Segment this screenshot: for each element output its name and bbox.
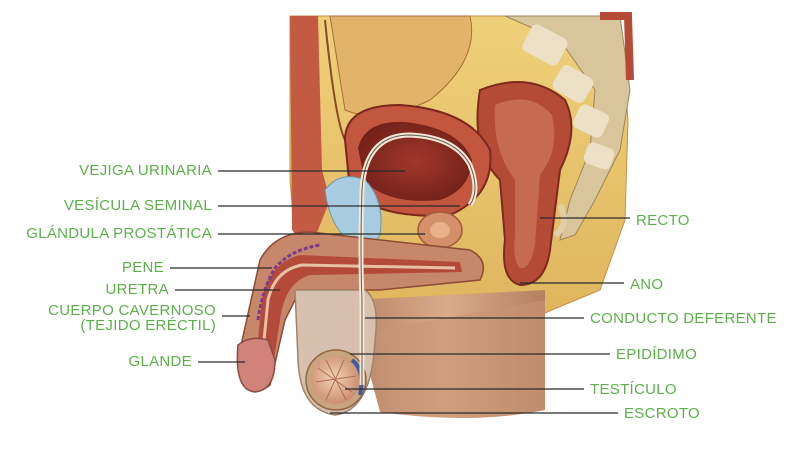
label-cuerpo-cavernoso-line2: (TEJIDO ERÉCTIL) — [80, 317, 216, 334]
prostate — [417, 211, 463, 249]
label-ano: ANO — [630, 276, 664, 293]
spine — [504, 12, 634, 241]
label-testiculo: TESTÍCULO — [590, 381, 677, 398]
label-uretra: URETRA — [105, 281, 169, 298]
label-vesicula-seminal: VESÍCULA SEMINAL — [63, 197, 212, 214]
label-cuerpo-cavernoso-line1: CUERPO CAVERNOSO — [48, 302, 216, 319]
label-pene: PENE — [121, 259, 164, 276]
label-glandula-prostatica: GLÁNDULA PROSTÁTICA — [26, 225, 212, 242]
seminal-vesicle — [324, 176, 382, 247]
label-conducto-deferente: CONDUCTO DEFERENTE — [590, 310, 777, 327]
label-escroto: ESCROTO — [624, 405, 701, 422]
penis — [236, 231, 485, 393]
label-cuerpo-cavernoso: CUERPO CAVERNOSO (TEJIDO ERÉCTIL) — [48, 303, 216, 333]
rectum — [476, 81, 573, 287]
label-epididimo: EPIDÍDIMO — [616, 346, 698, 363]
label-vejiga-urinaria: VEJIGA URINARIA — [79, 162, 212, 179]
scrotum — [294, 289, 377, 416]
leader-lines — [170, 170, 630, 414]
label-glande: GLANDE — [128, 353, 192, 370]
label-recto: RECTO — [636, 212, 690, 229]
